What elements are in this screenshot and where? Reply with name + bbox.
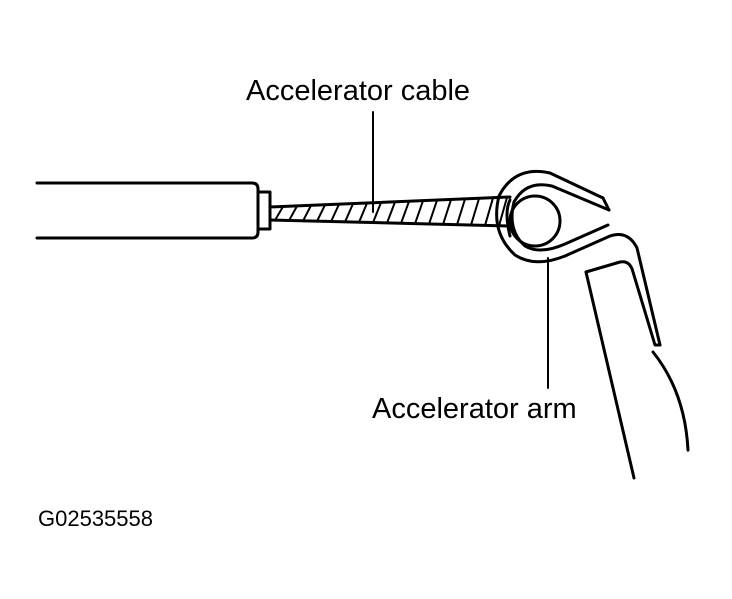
inner-cable	[268, 195, 512, 228]
cable-twist-mark	[288, 205, 298, 222]
accelerator-arm	[495, 169, 690, 480]
cable-twist-mark	[484, 196, 494, 227]
label-accelerator-arm: Accelerator arm	[372, 393, 577, 425]
label-accelerator-cable: Accelerator cable	[246, 75, 470, 107]
cable-twist-mark	[442, 198, 452, 226]
cable-twist-mark	[456, 198, 466, 226]
cable-twist-mark	[414, 199, 424, 225]
cable-twist-mark	[498, 196, 508, 227]
cable-twist-mark	[302, 204, 312, 222]
cable-twist-mark	[400, 200, 410, 225]
cable-twist-mark	[274, 205, 284, 222]
cable-twist-mark	[330, 203, 340, 223]
cable-housing	[35, 181, 272, 240]
cable-end-barrel	[505, 194, 562, 248]
cable-twist-mark	[316, 203, 326, 223]
cable-twist-mark	[470, 197, 480, 227]
cable-twist-mark	[344, 202, 354, 223]
cable-twist-mark	[372, 201, 382, 224]
cable-twist-mark	[358, 202, 368, 224]
cable-twist-mark	[386, 201, 396, 224]
figure-code: G02535558	[38, 506, 153, 531]
cable-twist-mark	[428, 199, 438, 226]
